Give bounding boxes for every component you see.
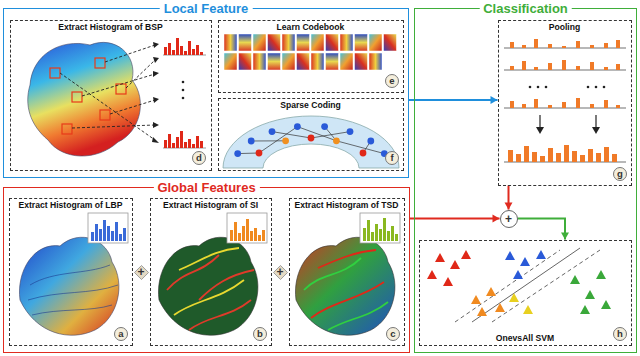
connector — [410, 215, 500, 223]
panel-title: Pooling — [549, 22, 581, 33]
sparse-coding-graph — [223, 116, 399, 168]
callout-letter: f — [385, 151, 399, 165]
panel-title: OnevsAll SVM — [496, 333, 554, 344]
svm-scatter — [427, 248, 611, 322]
panel-title: Extract Histogram of TSD — [294, 200, 398, 211]
diamond-outline — [273, 265, 287, 279]
region-title: Global Features — [153, 181, 259, 195]
panel-title: Extract Histogram of BSP — [58, 22, 163, 33]
callout-letter: h — [613, 327, 627, 341]
region-frame: Global FeaturesExtract Histogram of LBP+… — [3, 187, 410, 353]
callout-letter: d — [192, 151, 206, 165]
region-frame: ClassificationPooling+OnevsAll SVM — [414, 8, 637, 353]
connector — [409, 96, 498, 104]
arrow-head — [505, 203, 513, 210]
arrow-head — [491, 96, 498, 104]
callout-letter: b — [253, 327, 267, 341]
step-panel: Extract Histogram of BSP — [10, 20, 212, 171]
connector — [505, 186, 513, 210]
diamond-outline — [134, 265, 148, 279]
region-title: Local Feature — [160, 2, 253, 16]
panel-title: Learn Codebook — [277, 22, 345, 33]
lbp-surface — [19, 213, 128, 335]
plus-sign: + — [137, 266, 144, 278]
connector-line — [518, 219, 566, 240]
plus-diamond: + — [134, 265, 149, 280]
connector-line — [410, 218, 500, 220]
arrow-head — [561, 233, 569, 240]
pooling-bars — [504, 39, 626, 162]
callout-letter: g — [613, 167, 627, 181]
step-panel: Sparse Coding — [218, 98, 404, 171]
tsd-surface — [295, 213, 400, 335]
connector-line — [409, 99, 498, 101]
codebook-patches — [224, 34, 397, 70]
plus-circle: + — [500, 210, 518, 228]
callout-letter: e — [385, 74, 399, 88]
plus-sign: + — [276, 266, 283, 278]
si-surface — [158, 213, 267, 335]
bsp-surface — [28, 38, 206, 156]
connector — [518, 219, 570, 240]
panel-title: Sparse Coding — [280, 100, 341, 111]
step-panel: Pooling — [498, 20, 632, 186]
step-panel: OnevsAll SVM — [419, 240, 632, 346]
region-frame: Local FeatureExtract Histogram of BSPLea… — [3, 8, 409, 178]
step-panel: Learn Codebook — [218, 20, 404, 93]
callout-letter: a — [114, 327, 128, 341]
panel-title: Extract Histogram of LBP — [18, 200, 122, 211]
step-panel: Extract Histogram of TSD — [289, 198, 405, 346]
region-title: Classification — [479, 2, 572, 16]
plus-diamond: + — [273, 265, 288, 280]
step-panel: Extract Histogram of SI — [150, 198, 272, 346]
callout-letter: c — [386, 327, 400, 341]
step-panel: Extract Histogram of LBP — [9, 198, 133, 346]
arrow-head — [493, 215, 500, 223]
panel-title: Extract Histogram of SI — [163, 200, 258, 211]
plus-sign: + — [505, 213, 512, 225]
